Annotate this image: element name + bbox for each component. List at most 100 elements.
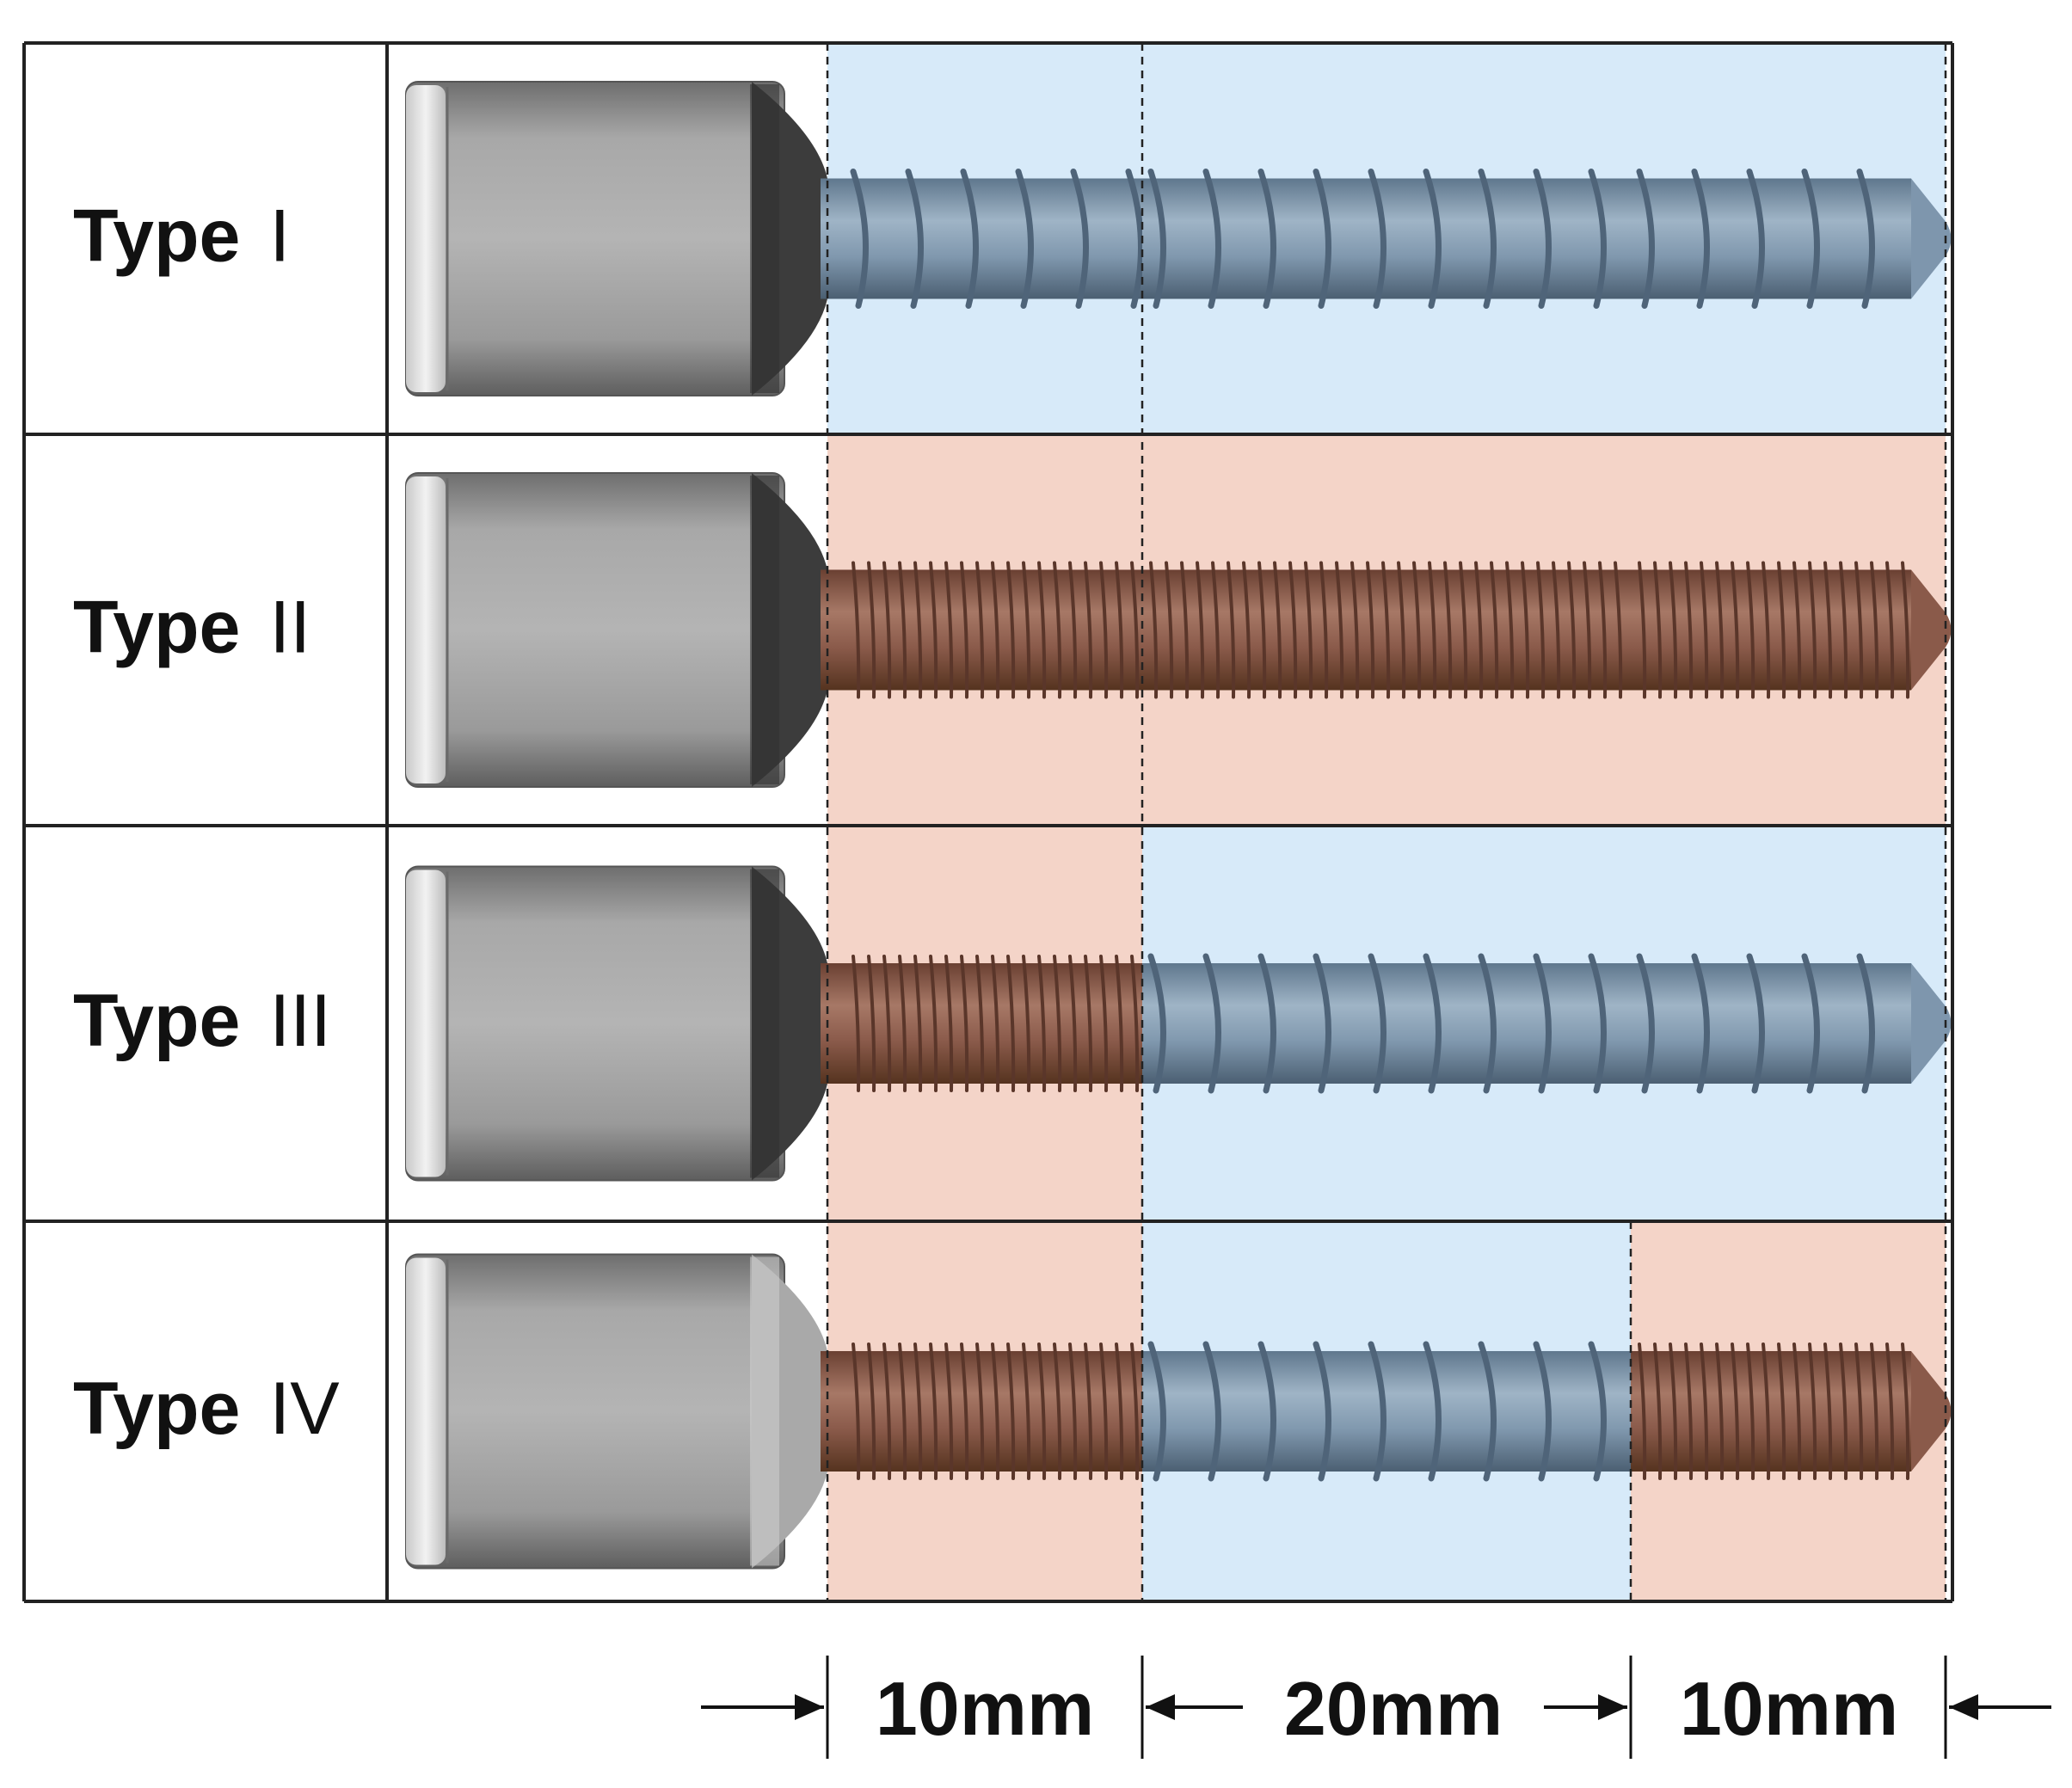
thread-ridge <box>1165 561 1174 699</box>
thread-ridge <box>944 955 954 1092</box>
thread-ridge <box>1257 169 1276 309</box>
thread-ridge <box>1368 169 1386 309</box>
thread-ridge <box>929 955 938 1092</box>
thread-ridge <box>1037 1343 1047 1480</box>
thread-ridge <box>913 1343 923 1480</box>
thread-ridge <box>905 169 924 309</box>
thread-ridge <box>1130 1343 1140 1480</box>
thread-ridge <box>1856 953 1875 1094</box>
thread-ridge <box>1149 561 1159 699</box>
thread-ridge <box>1099 561 1109 699</box>
thread-ridge <box>1856 169 1875 309</box>
thread-ridge <box>913 955 923 1092</box>
thread-ridge <box>1022 1343 1031 1480</box>
thread-ridge <box>1180 561 1190 699</box>
thread-ridge <box>1746 953 1765 1094</box>
thread-ridge <box>1015 169 1034 309</box>
thread-ridge <box>1684 561 1694 699</box>
thread-ridge <box>1412 561 1422 699</box>
thread-ridge <box>1242 561 1251 699</box>
thread-ridge <box>1598 561 1608 699</box>
thread-ridge <box>1099 1343 1109 1480</box>
thread-ridge <box>1037 561 1047 699</box>
thread-ridge <box>1691 169 1710 309</box>
screw-head <box>405 1253 785 1570</box>
thread-ridge <box>1037 955 1047 1092</box>
thread-ridge <box>1854 561 1864 699</box>
screw-tip <box>1911 178 1952 299</box>
thread-ridge <box>852 955 861 1092</box>
thread-ridge <box>1335 561 1344 699</box>
thread-ridge <box>1505 561 1515 699</box>
thread-ridge <box>1474 561 1484 699</box>
table-grid <box>22 41 1954 1603</box>
thread-ridge <box>1777 1343 1786 1480</box>
thread-ridge <box>1288 561 1298 699</box>
thread-ridge <box>1715 1343 1725 1480</box>
screw-head-shade <box>750 476 779 784</box>
screw-head-cap <box>406 85 446 392</box>
thread-ridge <box>1762 1343 1771 1480</box>
thread-ridge <box>1130 561 1140 699</box>
thread-ridge <box>960 561 969 699</box>
thread-ridge <box>1552 561 1561 699</box>
thread-ridge <box>882 955 892 1092</box>
thread-ridge <box>898 561 907 699</box>
screws <box>405 81 1952 1570</box>
thread-ridge <box>1006 561 1016 699</box>
thread-ridge <box>1423 169 1442 309</box>
thread-ridge <box>1211 561 1220 699</box>
thread-ridge <box>1313 953 1331 1094</box>
thread-ridge <box>1870 1343 1879 1480</box>
thread-ridge <box>1885 1343 1895 1480</box>
thread-ridge <box>1313 169 1331 309</box>
thread-ridge <box>1533 1341 1552 1482</box>
thread-ridge <box>1583 561 1592 699</box>
thread-ridge <box>1006 1343 1016 1480</box>
thread-ridge <box>850 169 869 309</box>
screw-head-shade <box>750 84 779 393</box>
thread-ridge <box>975 955 985 1092</box>
thread-ridge <box>1567 561 1577 699</box>
thread-ridge <box>944 1343 954 1480</box>
thread-ridge <box>1653 561 1663 699</box>
screw-head-cap <box>406 476 446 783</box>
thread-ridge <box>1746 561 1755 699</box>
screw-head-shade <box>750 869 779 1178</box>
thread-ridge <box>991 1343 1000 1480</box>
screw-head <box>405 81 785 396</box>
thread-ridge <box>913 561 923 699</box>
shaft-segment <box>1631 569 1911 691</box>
thread-ridge <box>1478 169 1497 309</box>
screw-head <box>405 865 785 1182</box>
thread-ridge <box>1636 169 1655 309</box>
screw-head <box>405 472 785 788</box>
thread-ridge <box>1638 561 1647 699</box>
row-label-numeral: IV <box>269 1367 339 1450</box>
thread-ridge <box>1115 955 1124 1092</box>
thread-ridge <box>1588 1341 1607 1482</box>
thread-ridge <box>1428 561 1437 699</box>
thread-ridge <box>1313 1341 1331 1482</box>
row-label-word: Type <box>73 587 240 669</box>
thread-ridge <box>1423 1341 1442 1482</box>
thread-ridge <box>1099 955 1109 1092</box>
thread-ridge <box>1731 561 1740 699</box>
row-label-4: Type IV <box>73 1367 340 1450</box>
thread-ridge <box>1053 561 1062 699</box>
thread-ridge <box>1700 1343 1709 1480</box>
thread-ridge <box>852 561 861 699</box>
thread-ridge <box>975 1343 985 1480</box>
dimension-arrowhead <box>1949 1694 1978 1720</box>
thread-ridge <box>1808 1343 1817 1480</box>
thread-ridge <box>1068 955 1078 1092</box>
thread-ridge <box>1901 1343 1910 1480</box>
thread-ridge <box>1381 561 1391 699</box>
thread-ridge <box>1115 561 1124 699</box>
row-label-word: Type <box>73 1367 240 1450</box>
thread-ridge <box>1397 561 1406 699</box>
screw-tip <box>1911 569 1952 691</box>
thread-ridge <box>1227 561 1236 699</box>
